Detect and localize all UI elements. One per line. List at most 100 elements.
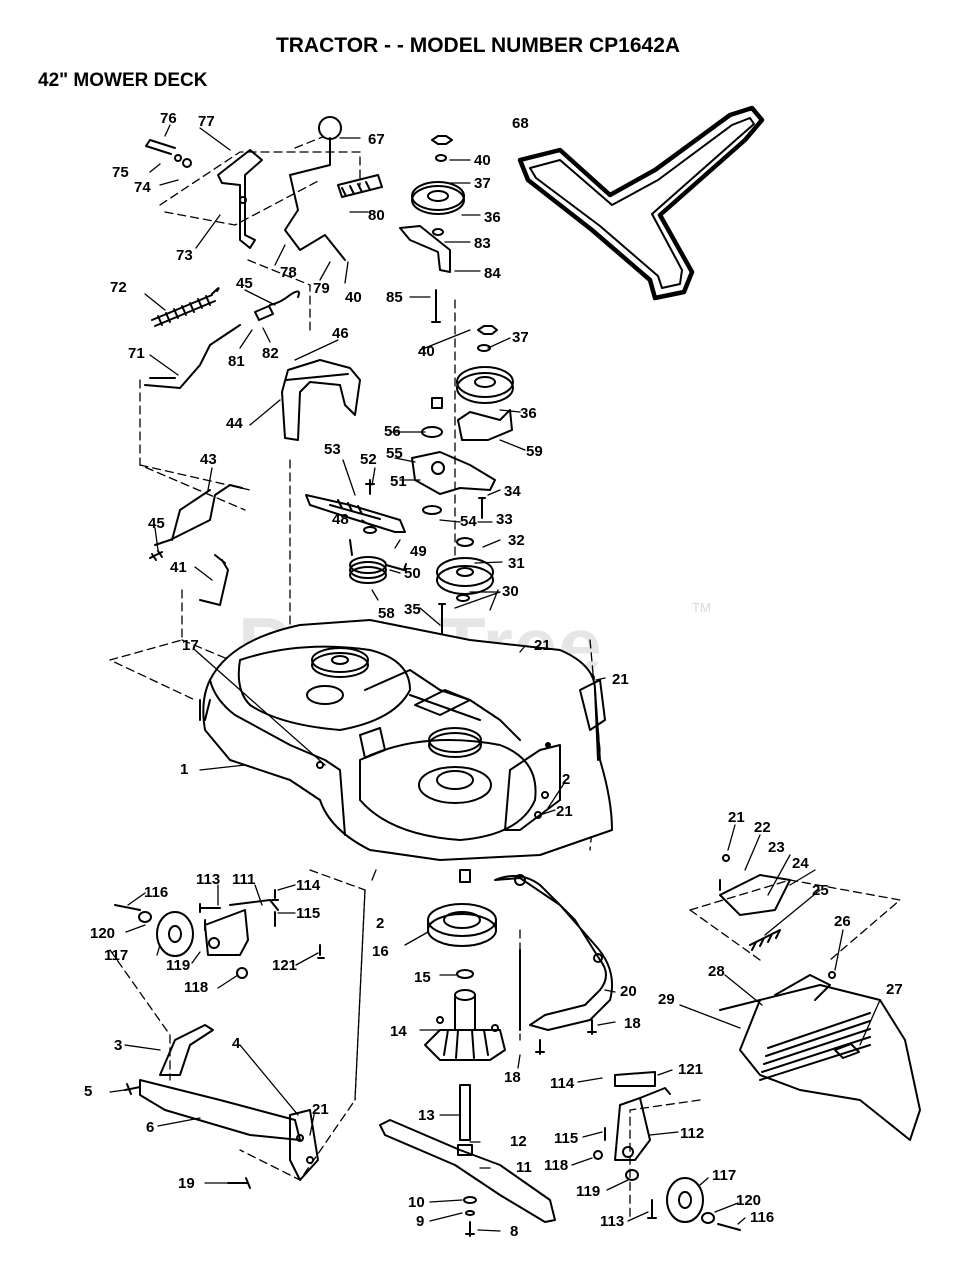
page-title: TRACTOR - - MODEL NUMBER CP1642A xyxy=(275,34,681,57)
callout-label: 12 xyxy=(510,1133,527,1150)
callout-label: 117 xyxy=(712,1167,736,1184)
callout-label: 16 xyxy=(372,943,389,960)
callout-label: 17 xyxy=(182,637,199,654)
idler-bracket xyxy=(305,479,406,534)
callout-label: 113 xyxy=(600,1213,624,1230)
callout-label: 118 xyxy=(544,1157,568,1174)
callout-label: 53 xyxy=(324,441,341,458)
callout-label: 46 xyxy=(332,325,349,342)
callout-label: 44 xyxy=(226,415,243,432)
drive-pulley xyxy=(436,537,494,602)
callout-label: 19 xyxy=(178,1175,195,1192)
callout-label: 52 xyxy=(360,451,377,468)
idler-arm xyxy=(411,451,496,519)
callout-label: 4 xyxy=(232,1035,241,1052)
deck-lift-lever xyxy=(284,116,383,261)
callout-label: 40 xyxy=(345,289,362,306)
callout-label: 116 xyxy=(144,884,168,901)
callout-label: 36 xyxy=(484,209,501,226)
callout-label: 58 xyxy=(378,605,395,622)
drive-belt xyxy=(517,105,765,301)
callout-label: 37 xyxy=(474,175,491,192)
callout-label: 5 xyxy=(84,1083,92,1100)
callout-label: 75 xyxy=(112,164,129,181)
callout-label: 8 xyxy=(510,1223,518,1240)
callout-leader-lines xyxy=(109,124,881,1232)
callout-label: 33 xyxy=(496,511,513,528)
callout-label: 37 xyxy=(512,329,529,346)
belt-shield xyxy=(281,359,361,441)
callout-label: 114 xyxy=(550,1075,575,1092)
gauge-wheel-left xyxy=(114,889,325,979)
callout-label: 9 xyxy=(416,1213,424,1230)
callout-label: 20 xyxy=(620,983,637,1000)
callout-label: 11 xyxy=(516,1159,532,1176)
callout-label: 21 xyxy=(612,671,629,688)
callout-label: 121 xyxy=(272,957,297,974)
callout-label: 121 xyxy=(678,1061,703,1078)
callout-label: 18 xyxy=(504,1069,521,1086)
callout-label: 84 xyxy=(484,265,501,282)
callout-label: 115 xyxy=(296,905,320,922)
callout-label: 48 xyxy=(332,511,349,528)
lift-bracket xyxy=(145,139,263,249)
callout-label: 34 xyxy=(504,483,521,500)
deck-support-arm xyxy=(459,869,614,1055)
callout-label: 13 xyxy=(418,1107,435,1124)
callout-label: 120 xyxy=(736,1192,761,1209)
blade-spindle xyxy=(424,903,506,1061)
callout-label: 24 xyxy=(792,855,809,872)
callout-label: 40 xyxy=(418,343,435,360)
callout-label: 30 xyxy=(502,583,519,600)
callout-label: 26 xyxy=(834,913,851,930)
callout-label: 6 xyxy=(146,1119,154,1136)
callout-label: 67 xyxy=(368,131,385,148)
callout-label: 81 xyxy=(228,353,245,370)
callout-label: 74 xyxy=(134,179,151,196)
callout-label: 3 xyxy=(114,1037,122,1054)
callout-label: 40 xyxy=(474,152,491,169)
callout-label: 119 xyxy=(576,1183,600,1200)
callout-label: 10 xyxy=(408,1194,425,1211)
callout-label: 51 xyxy=(390,473,407,490)
callout-label: 21 xyxy=(534,637,551,654)
callout-label: 31 xyxy=(508,555,525,572)
callout-label: 120 xyxy=(90,925,115,942)
callout-label: 21 xyxy=(556,803,573,820)
callout-label: 50 xyxy=(404,565,421,582)
callout-label: 114 xyxy=(296,877,321,894)
torsion-spring xyxy=(349,539,407,584)
callout-label: 71 xyxy=(128,345,145,362)
callout-label: 78 xyxy=(280,264,297,281)
watermark-trademark: TM xyxy=(692,600,711,615)
callout-label: 115 xyxy=(554,1130,578,1147)
spring-and-rods xyxy=(144,287,300,389)
lift-link-rods xyxy=(149,484,243,606)
callout-label: 111 xyxy=(232,871,255,888)
callout-label: 22 xyxy=(754,819,771,836)
callout-label: 27 xyxy=(886,981,903,998)
callout-label: 2 xyxy=(562,771,570,788)
callout-label: 14 xyxy=(390,1023,407,1040)
callout-label: 80 xyxy=(368,207,385,224)
callout-label: 59 xyxy=(526,443,543,460)
callout-labels: 76 77 67 68 40 37 36 83 84 85 75 74 73 8… xyxy=(84,110,903,1240)
callout-label: 118 xyxy=(184,979,208,996)
idler-pulley-mid xyxy=(421,325,514,441)
callout-label: 56 xyxy=(384,423,401,440)
idler-pulley-upper xyxy=(399,135,465,323)
callout-label: 36 xyxy=(520,405,537,422)
callout-label: 77 xyxy=(198,113,215,130)
callout-label: 35 xyxy=(404,601,421,618)
callout-label: 41 xyxy=(170,559,187,576)
callout-label: 85 xyxy=(386,289,403,306)
spindle-shaft-and-blade xyxy=(379,1084,556,1237)
callout-label: 2 xyxy=(376,915,384,932)
callout-label: 55 xyxy=(386,445,403,462)
callout-label: 28 xyxy=(708,963,725,980)
callout-label: 29 xyxy=(658,991,675,1008)
front-hitch-bracket xyxy=(124,1024,319,1189)
callout-label: 23 xyxy=(768,839,785,856)
callout-label: 73 xyxy=(176,247,193,264)
callout-label: 15 xyxy=(414,969,431,986)
